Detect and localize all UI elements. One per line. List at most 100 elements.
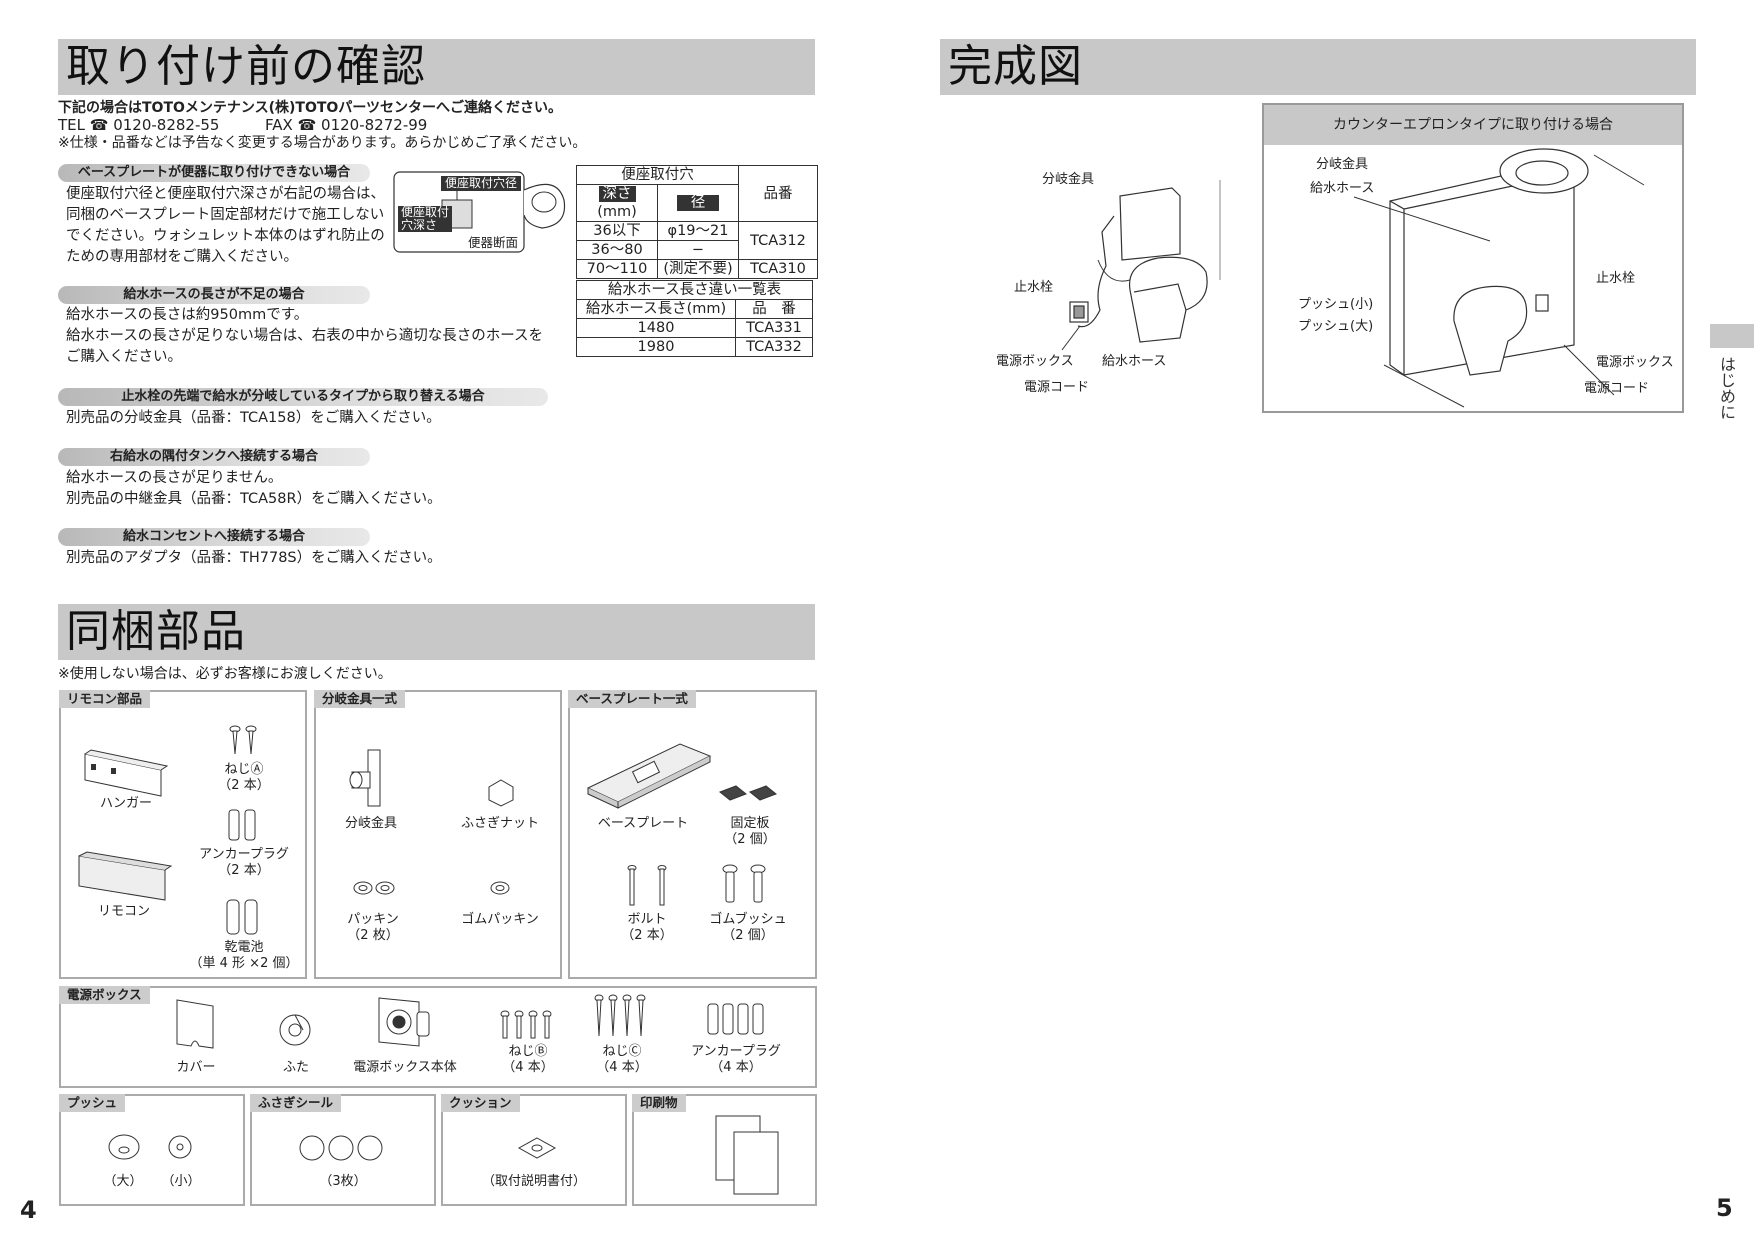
heading-corner-tank: 右給水の隅付タンクへ接続する場合 — [58, 448, 370, 466]
th-hose-title: 給水ホース長さ違い一覧表 — [576, 280, 813, 300]
label-branch-fitting-d2: 分岐金具 — [1316, 157, 1369, 172]
label-power-box-d2: 電源ボックス — [1596, 355, 1674, 370]
cell-dia: (測定不要) — [657, 259, 739, 279]
cell-depth: 36〜80 — [576, 240, 658, 260]
table-hole-spec: 便座取付穴 品番 深さ(mm) 径 36以下 φ19〜21 TCA312 36〜… — [576, 165, 818, 279]
base-plate-icon — [586, 743, 712, 809]
label-cover: カバー — [176, 1060, 216, 1075]
label-screw-b: ねじⒷ — [508, 1044, 548, 1059]
toilet-section-icon — [393, 171, 566, 253]
label-remocon: リモコン — [97, 904, 150, 919]
label-push-small-d2: プッシュ(小) — [1298, 297, 1374, 312]
anchor-plug-icon — [228, 809, 256, 841]
label-bolt: ボルト — [627, 912, 667, 927]
label-cap-nut: ふさぎナット — [460, 816, 539, 831]
tag-baseplate: ベースプレート一式 — [568, 690, 696, 708]
section-title-parts: 同梱部品 — [66, 606, 246, 657]
box-seal: ふさぎシール （3枚） — [250, 1094, 436, 1206]
section-title-complete: 完成図 — [948, 41, 1083, 92]
cell-part: TCA312 — [738, 221, 818, 260]
section-header-parts: 同梱部品 — [58, 604, 815, 660]
label-screw-c: ねじⒸ — [602, 1044, 642, 1059]
intro-line: 下記の場合はTOTOメンテナンス(株)TOTOパーツセンターへご連絡ください。 — [58, 100, 563, 116]
label-hole-dia: 便座取付穴径 — [441, 176, 522, 191]
heading-hose: 給水ホースの長さが不足の場合 — [58, 286, 370, 304]
text-corner-tank: 給水ホースの長さが足りません。 別売品の中継金具（品番：TCA58R）をご購入く… — [66, 470, 442, 507]
hole-diagram: 便座取付穴径 便座取付 穴深さ 便器断面 — [392, 170, 570, 254]
th-unit: (mm) — [597, 204, 637, 220]
label-push-small: （小） — [161, 1174, 201, 1189]
label-seal-qty: （3枚） — [319, 1174, 367, 1189]
box-cushion: クッション （取付説明書付） — [441, 1094, 627, 1206]
label-cushion-note: （取付説明書付） — [481, 1174, 586, 1189]
power-box-body-icon — [378, 997, 430, 1047]
screw-b-icon — [500, 1010, 552, 1039]
tag-printed: 印刷物 — [632, 1094, 686, 1112]
label-fixing-plate: 固定板 — [730, 816, 770, 831]
completion-diagram-counter: カウンターエプロンタイプに取り付ける場合 分岐金具 給水ホース 止水栓 プッシュ… — [1262, 103, 1684, 413]
completion-diagram-standard: 分岐金具 止水栓 電源ボックス 給水ホース 電源コード — [990, 160, 1240, 410]
section-title-check: 取り付け前の確認 — [66, 41, 426, 92]
cushion-icon — [517, 1137, 557, 1159]
label-anchor-qty: （2 本） — [218, 863, 270, 878]
th-part: 品番 — [738, 165, 818, 222]
page-number-right: 5 — [1716, 1194, 1733, 1222]
spec-note: ※仕様・品番などは予告なく変更する場合があります。あらかじめご了承ください。 — [58, 135, 587, 151]
parts-note: ※使用しない場合は、必ずお客様にお渡しください。 — [58, 666, 392, 682]
toilet-installed-icon — [1061, 180, 1221, 351]
box-branch: 分岐金具一式 分岐金具 ふさぎナット パッキン （2 枚） ゴムパッキン — [314, 690, 562, 979]
th-depth: 深さ — [598, 186, 636, 202]
branch-fitting-icon — [349, 749, 381, 807]
cell-dia: − — [657, 240, 739, 260]
cell-part: TCA310 — [738, 259, 818, 279]
box-printed: 印刷物 — [632, 1094, 817, 1206]
label-base-plate: ベースプレート — [597, 816, 689, 831]
printed-matter-icon — [715, 1115, 779, 1195]
label-screw-a: ねじⒶ — [224, 762, 264, 777]
label-bolt-qty: （2 本） — [621, 928, 673, 943]
tag-remocon: リモコン部品 — [59, 690, 151, 708]
hanger-icon — [84, 749, 169, 797]
th-dia: 径 — [676, 195, 720, 211]
label-stop-valve-d1: 止水栓 — [1014, 280, 1054, 295]
label-fixing-plate-qty: （2 個） — [724, 832, 776, 847]
label-screw-c-qty: （4 本） — [596, 1060, 648, 1075]
label-screw-a-qty: （2 本） — [218, 778, 270, 793]
box-remocon: リモコン部品 ハンガー リモコン ねじⒶ （2 本） アンカープラグ （2 本）… — [59, 690, 307, 979]
fax-number: FAX ☎ 0120-8272-99 — [265, 116, 428, 134]
label-push-large-d2: プッシュ(大) — [1298, 319, 1374, 334]
label-stop-valve-d2: 止水栓 — [1596, 271, 1636, 286]
label-cord-d2: 電源コード — [1584, 381, 1650, 396]
label-rubber-bush-qty: （2 個） — [722, 928, 774, 943]
cover-icon — [176, 999, 214, 1049]
lid-icon — [279, 1014, 311, 1046]
packing-icon — [353, 881, 395, 895]
heading-branch: 止水栓の先端で給水が分岐しているタイプから取り替える場合 — [58, 388, 548, 406]
label-rubber-bush: ゴムブッシュ — [709, 912, 787, 927]
heading-outlet: 給水コンセントへ接続する場合 — [58, 528, 370, 546]
tag-push: プッシュ — [59, 1094, 126, 1112]
text-branch: 別売品の分岐金具（品番：TCA158）をご購入ください。 — [66, 410, 441, 426]
label-hose-d1: 給水ホース — [1102, 354, 1167, 369]
side-tab-marker — [1710, 324, 1754, 348]
th-length: 給水ホース長さ(mm) — [576, 299, 736, 319]
label-section: 便器断面 — [468, 235, 519, 250]
label-power-box-d1: 電源ボックス — [996, 354, 1074, 369]
heading-baseplate: ベースプレートが便器に取り付けできない場合 — [58, 164, 370, 182]
label-battery: 乾電池 — [224, 940, 264, 955]
label-battery-qty: （単 4 形 ×2 個） — [189, 956, 299, 971]
bolt-icon — [627, 865, 667, 906]
tel-number: TEL ☎ 0120-8282-55 — [58, 116, 220, 134]
label-anchor: アンカープラグ — [199, 847, 289, 862]
cell-length: 1980 — [576, 337, 736, 357]
label-cord-d1: 電源コード — [1024, 380, 1090, 395]
cell-part: TCA331 — [735, 318, 813, 338]
anchor-plug-4-icon — [707, 1003, 764, 1035]
cap-nut-icon — [488, 779, 514, 807]
label-branch-fitting: 分岐金具 — [344, 816, 397, 831]
box-push: プッシュ （大） （小） — [59, 1094, 245, 1206]
cell-depth: 36以下 — [576, 221, 658, 241]
rubber-bush-icon — [722, 864, 766, 903]
label-packing-qty: （2 枚） — [347, 928, 399, 943]
